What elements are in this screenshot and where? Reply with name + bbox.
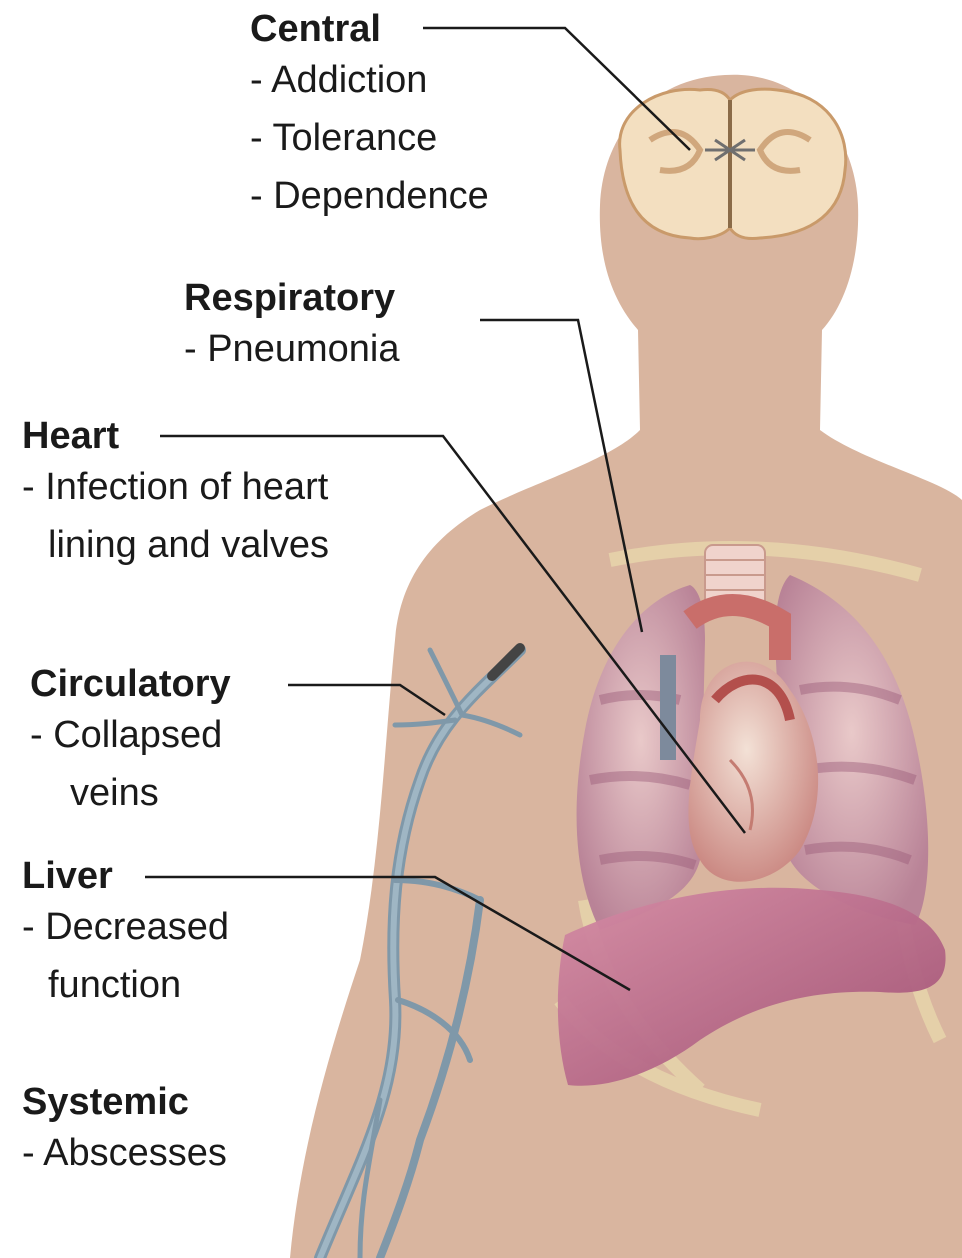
- label-heart: Heart - Infection of heart lining and va…: [22, 414, 329, 574]
- label-line: function: [22, 956, 229, 1014]
- label-central: Central - Addiction - Tolerance - Depend…: [250, 7, 489, 225]
- label-liver: Liver - Decreased function: [22, 854, 229, 1014]
- label-line: - Tolerance: [250, 109, 489, 167]
- label-line: - Addiction: [250, 51, 489, 109]
- label-systemic: Systemic - Abscesses: [22, 1080, 227, 1182]
- brain: [620, 89, 846, 239]
- label-title: Central: [250, 7, 489, 51]
- label-line: - Abscesses: [22, 1124, 227, 1182]
- label-title: Circulatory: [30, 662, 231, 706]
- label-title: Liver: [22, 854, 229, 898]
- label-line: - Dependence: [250, 167, 489, 225]
- label-line: lining and valves: [22, 516, 329, 574]
- label-title: Systemic: [22, 1080, 227, 1124]
- label-circulatory: Circulatory - Collapsed veins: [30, 662, 231, 822]
- label-title: Heart: [22, 414, 329, 458]
- label-line: - Infection of heart: [22, 458, 329, 516]
- label-line: - Pneumonia: [184, 320, 399, 378]
- label-line: - Decreased: [22, 898, 229, 956]
- label-line: veins: [30, 764, 231, 822]
- label-line: - Collapsed: [30, 706, 231, 764]
- label-respiratory: Respiratory - Pneumonia: [184, 276, 399, 378]
- label-title: Respiratory: [184, 276, 399, 320]
